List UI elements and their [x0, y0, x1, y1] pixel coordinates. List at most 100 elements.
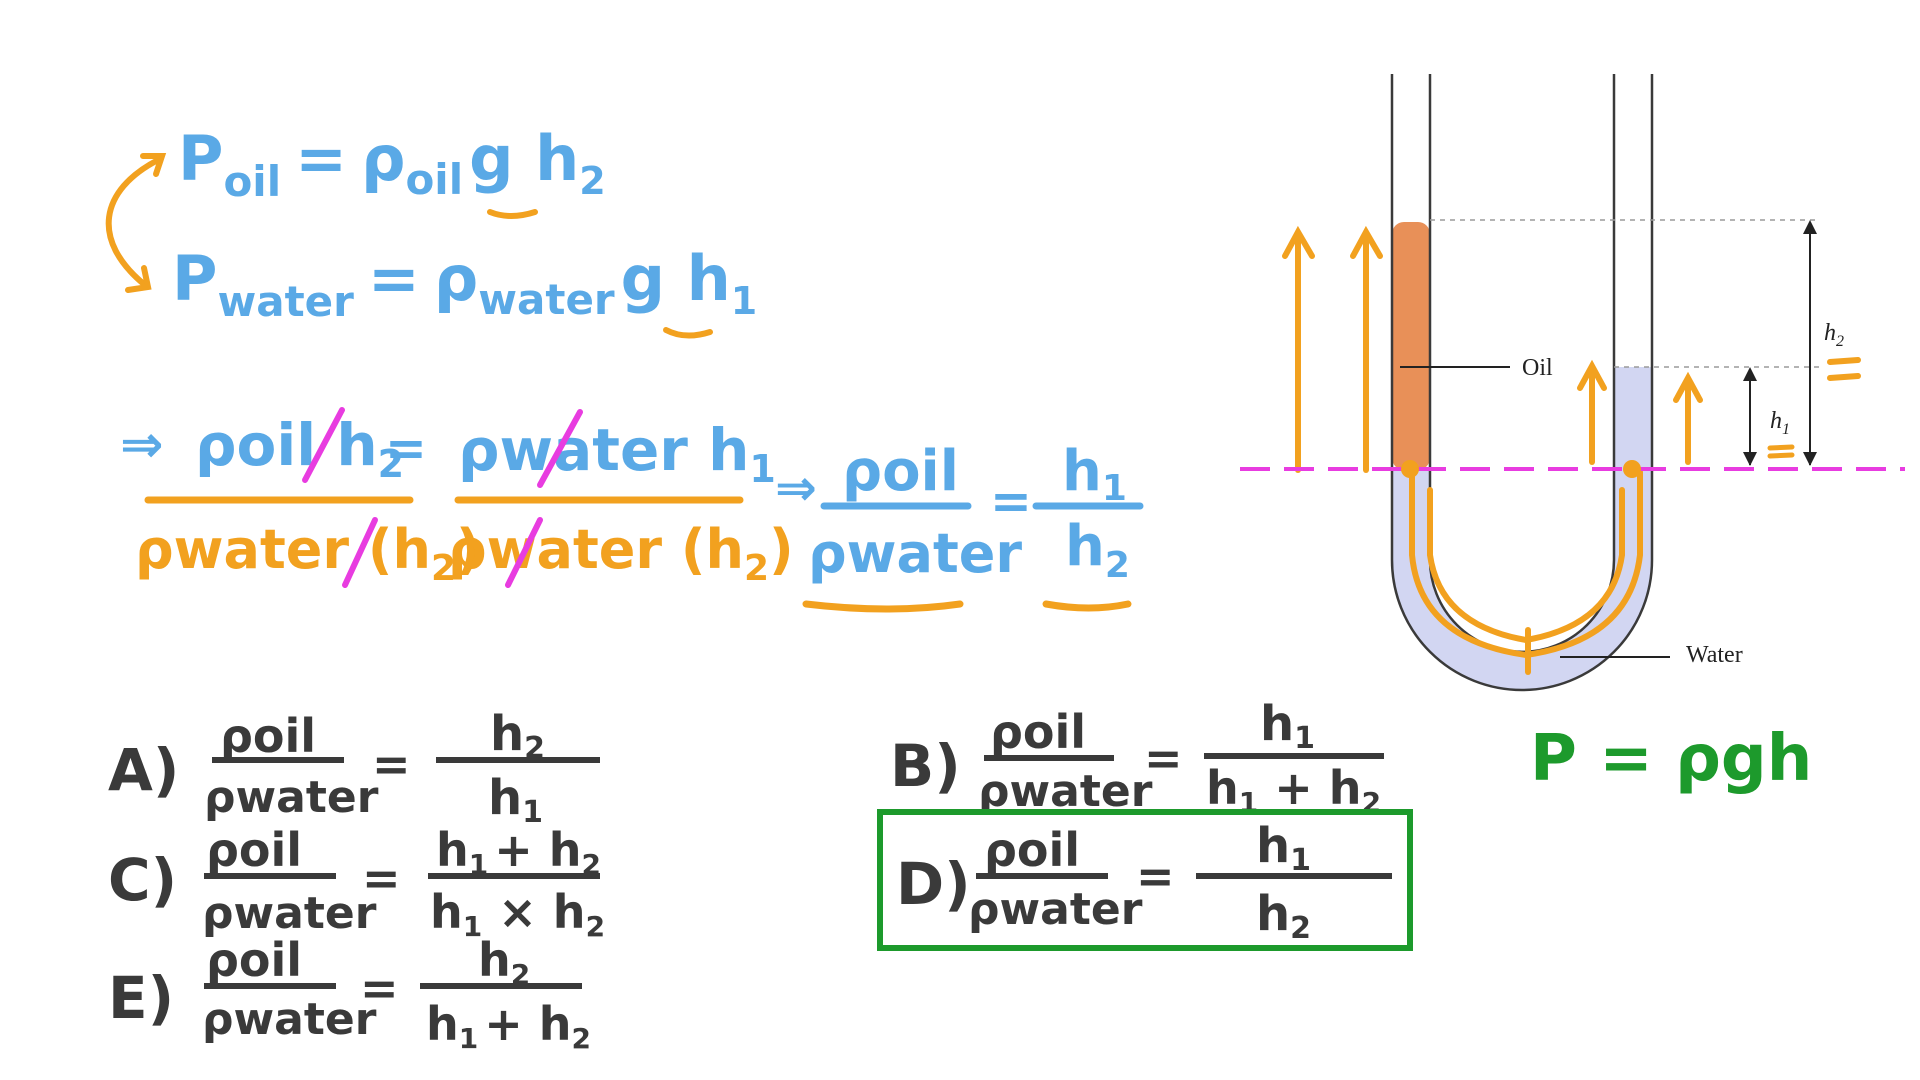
option-a-lhs-den: ρwater — [204, 772, 379, 823]
option-e[interactable]: E) ρoil ρwater = h2 h1+ h2 — [108, 933, 591, 1055]
option-b[interactable]: B) ρoil ρwater = h1 h1 + h2 — [890, 696, 1384, 819]
orange-arrowhead-1-icon — [1282, 225, 1315, 259]
eq1-rho-sub: oil — [405, 155, 463, 204]
deriv-rhs-num-sub: 1 — [1102, 468, 1127, 509]
svg-text:h1: h1 — [1062, 439, 1127, 509]
svg-text:h1 + h2: h1 + h2 — [1206, 761, 1381, 819]
svg-text:h2: h2 — [478, 933, 530, 991]
cancel-mark-den1 — [342, 517, 378, 588]
deriv-num1: ρoil h — [195, 411, 378, 479]
reference-point-right — [1623, 460, 1641, 478]
eq2-rho: ρ — [434, 242, 478, 315]
option-e-rhs-den-extra: + h — [484, 997, 571, 1051]
option-b-rhs-num: h — [1260, 696, 1294, 752]
deriv-arrow-1: ⇒ — [120, 415, 164, 475]
option-d-equals: = — [1136, 849, 1175, 903]
option-c-lhs-den: ρwater — [202, 888, 377, 939]
answer-options: A) ρoil ρwater = h2 h1 C) ρoil ρwater = … — [108, 696, 1413, 1055]
option-d-rhs-num-sub: 1 — [1290, 843, 1311, 878]
option-a-rhs-den: h — [488, 770, 522, 826]
oil-column — [1392, 222, 1430, 470]
eq1-tail: g h — [469, 122, 579, 195]
svg-text:h2: h2 — [1065, 514, 1130, 586]
option-e-equals: = — [360, 961, 399, 1015]
h1-arrowhead-top-icon — [1743, 367, 1757, 381]
selected-answer-box — [877, 809, 1413, 951]
eq2-tail: g h — [621, 242, 731, 315]
svg-text:h2: h2 — [1824, 320, 1844, 350]
svg-text:h1+ h2: h1+ h2 — [436, 823, 601, 881]
derivation-row: ⇒ ρoil h2 ρwater (h2) = ρwater h1 ρwater… — [120, 407, 1144, 613]
option-a-rhs-num: h — [490, 706, 524, 762]
eq2-equals: = — [368, 242, 420, 315]
svg-text:h1: h1 — [1260, 696, 1315, 756]
h2-arrowhead-bottom-icon — [1803, 452, 1817, 466]
eq1-rho: ρ — [361, 122, 405, 195]
h2-arrowhead-top-icon — [1803, 220, 1817, 234]
eq1-equals: = — [295, 122, 347, 195]
option-a-letter: A) — [108, 736, 179, 804]
svg-text:ρwater (h2): ρwater (h2) — [448, 518, 794, 589]
option-b-lhs-num: ρoil — [990, 705, 1086, 759]
eq2-tail-sub: 1 — [731, 279, 757, 323]
option-c[interactable]: C) ρoil ρwater = h1+ h2 h1 × h2 — [108, 823, 605, 943]
deriv-rhs-den-sub: 2 — [1105, 545, 1130, 586]
deriv-den2: ρwater (h — [448, 518, 744, 581]
deriv-result-den: ρwater — [808, 522, 1022, 585]
h1-label: h — [1770, 408, 1782, 434]
option-e-rhs-den-extra-sub: 2 — [572, 1022, 591, 1055]
svg-text:Pwater=ρwaterg h1: Pwater=ρwaterg h1 — [172, 242, 757, 326]
eq2-lhs: P — [172, 242, 217, 315]
option-c-rhs-den-extra-sub: 2 — [586, 910, 605, 943]
option-c-rhs-num-sub: 1 — [469, 848, 488, 881]
option-e-rhs-num-sub: 2 — [511, 958, 530, 991]
option-b-rhs-den-extra: + h — [1258, 761, 1361, 815]
option-c-rhs-num-extra: + h — [494, 823, 581, 877]
svg-text:h1+ h2: h1+ h2 — [426, 997, 591, 1055]
eq2-rho-sub: water — [478, 275, 615, 324]
svg-text:ρwater (h2): ρwater (h2) — [135, 518, 481, 589]
option-c-lhs-num: ρoil — [206, 823, 302, 877]
cancel-mark-den2 — [505, 517, 543, 588]
deriv-den1: ρwater (h — [135, 518, 431, 581]
deriv-rhs-underline — [1042, 600, 1132, 612]
deriv-rhs-den: h — [1065, 514, 1105, 579]
water-label: Water — [1686, 642, 1743, 668]
option-a-equals: = — [372, 737, 411, 791]
deriv-arrow-2: ⇒ — [775, 459, 817, 517]
oil-label: Oil — [1522, 355, 1553, 381]
option-b-letter: B) — [890, 732, 961, 800]
arrowhead-top-icon — [140, 153, 167, 177]
option-b-rhs-num-sub: 1 — [1294, 721, 1315, 756]
eq2-h1-underline — [663, 327, 713, 339]
h1-arrowhead-bottom-icon — [1743, 452, 1757, 466]
option-d-letter: D) — [896, 850, 971, 918]
arrowhead-bottom-icon — [125, 265, 152, 293]
option-d-rhs-den: h — [1256, 886, 1290, 942]
eq1-tail-sub: 2 — [579, 159, 605, 203]
orange-arrowhead-4-icon — [1673, 371, 1703, 403]
svg-text:h1: h1 — [1770, 408, 1790, 438]
option-c-equals: = — [362, 851, 401, 905]
cancel-mark-num1 — [302, 407, 345, 483]
option-a[interactable]: A) ρoil ρwater = h2 h1 — [108, 706, 600, 830]
option-d-lhs-num: ρoil — [984, 823, 1080, 877]
curved-connector-arrow — [105, 157, 161, 288]
u-tube-outer-wall — [1390, 74, 1654, 692]
cancel-mark-num2 — [537, 409, 583, 488]
eq1-lhs-sub: oil — [223, 157, 281, 206]
option-a-lhs-num: ρoil — [220, 709, 316, 763]
option-e-letter: E) — [108, 964, 174, 1032]
h2-label: h — [1824, 320, 1836, 346]
svg-text:h2: h2 — [1256, 886, 1311, 946]
deriv-equals-2: = — [990, 472, 1032, 530]
u-tube-diagram: h2 h1 Oil Water — [1240, 74, 1905, 692]
option-b-rhs-den: h — [1206, 761, 1239, 815]
option-d[interactable]: D) ρoil ρwater = h1 h2 — [877, 809, 1413, 951]
deriv-den2-close: ) — [769, 518, 794, 581]
option-e-rhs-den-sub: 1 — [459, 1022, 478, 1055]
deriv-rhs-num: h — [1062, 439, 1102, 504]
deriv-den1-sub: 2 — [431, 548, 456, 589]
eq2-lhs-sub: water — [217, 277, 354, 326]
